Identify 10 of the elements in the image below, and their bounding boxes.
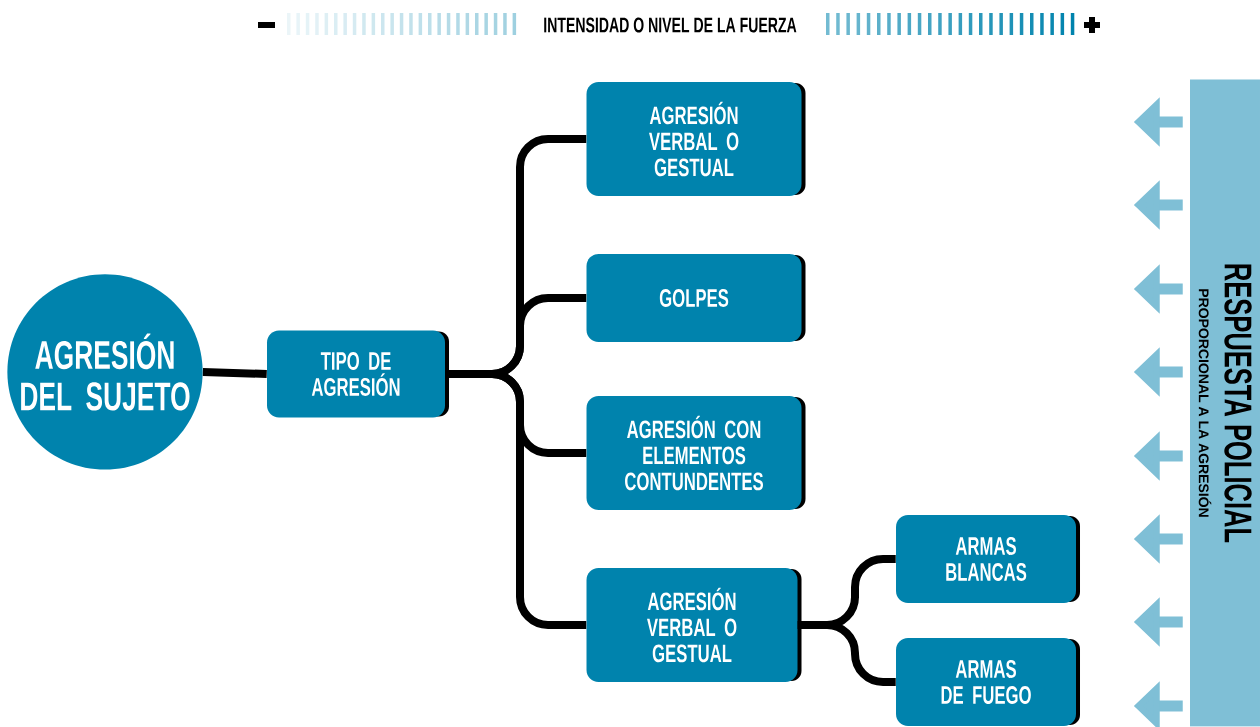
side-band: RESPUESTA POLICIAL PROPORCIONAL A LA AGRESIÓN: [1190, 79, 1260, 727]
circle-node: AGRESIÓN DEL SUJETO: [7, 274, 203, 470]
process-box: GOLPES: [586, 254, 806, 342]
process-box: TIPO DE AGRESIÓN: [267, 330, 449, 418]
process-box: ARMAS BLANCAS: [896, 515, 1080, 603]
process-box: ARMAS DE FUEGO: [896, 638, 1080, 726]
process-box: AGRESIÓN VERBAL O GESTUAL: [586, 82, 806, 196]
process-box: AGRESIÓN VERBAL O GESTUAL: [586, 568, 802, 682]
scale-heading: INTENSIDAD O NIVEL DE LA FUERZA: [544, 17, 797, 33]
process-box: AGRESIÓN CON ELEMENTOS CONTUNDENTES: [586, 396, 806, 510]
